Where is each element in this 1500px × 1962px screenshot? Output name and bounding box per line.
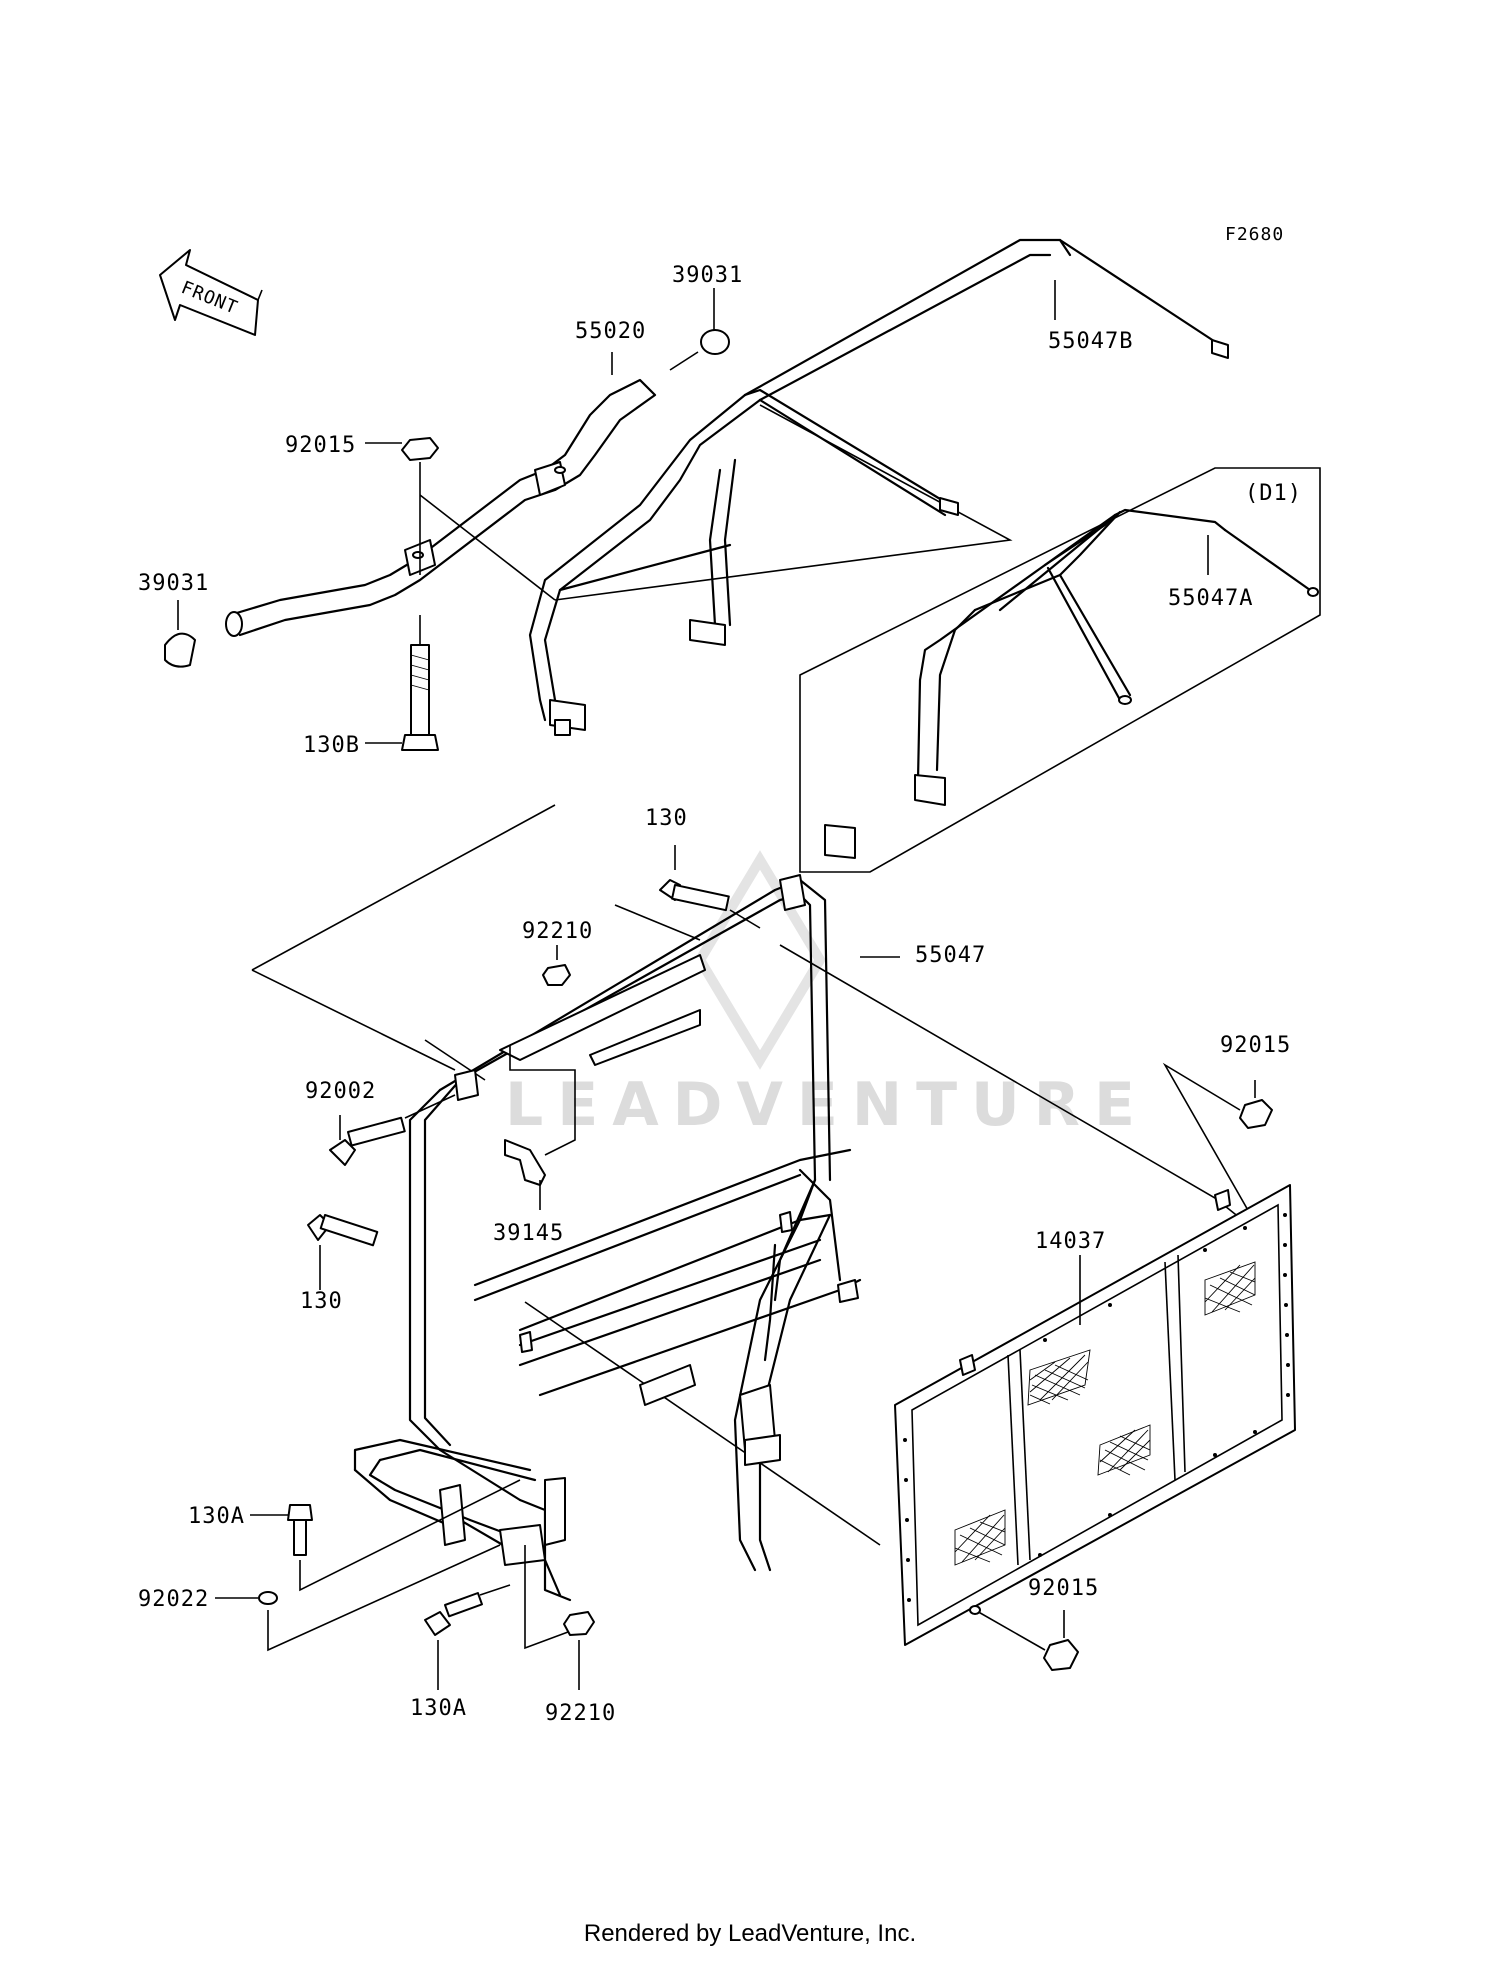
figure-code: F2680: [1225, 224, 1284, 245]
bolt-130a-left-icon: [250, 1479, 521, 1592]
callout-92210-bottom: 92210: [545, 1701, 616, 1726]
nut-top-icon: [365, 437, 439, 575]
nut-92015-bottom-icon: [974, 1609, 1079, 1671]
callout-92015-right: 92015: [1220, 1033, 1291, 1058]
screen-panel-14037: [894, 1184, 1296, 1646]
bolt-92002-icon: [329, 1094, 456, 1166]
callout-92022: 92022: [138, 1587, 209, 1612]
footer-credit: Rendered by LeadVenture, Inc.: [583, 1920, 917, 1947]
washer-92022-icon: [215, 1544, 501, 1652]
callout-55047: 55047: [915, 943, 986, 968]
callout-92210-top: 92210: [522, 919, 593, 944]
handle-bar-55020: [225, 378, 657, 637]
clamp-39145-icon: [504, 1045, 576, 1210]
variant-d1-box: (D1): [799, 467, 1321, 873]
callout-130-top: 130: [645, 806, 688, 831]
bolt-130a-bottom-icon: [424, 1584, 511, 1690]
bolt-130b-icon: [365, 615, 439, 751]
variant-label: (D1): [1245, 481, 1302, 506]
callout-92015-top: 92015: [285, 433, 356, 458]
end-cap-left-icon: [164, 600, 196, 668]
callout-130A-bottom: 130A: [410, 1696, 467, 1721]
watermark: LEADVENTURE: [505, 850, 1149, 1140]
nut-92210-bottom-icon: [524, 1545, 595, 1690]
callout-55020: 55020: [575, 319, 646, 344]
callout-55047B: 55047B: [1048, 329, 1133, 354]
callout-130A-left: 130A: [188, 1504, 245, 1529]
upper-roll-bar-group: [419, 238, 1229, 736]
bolt-130-left-icon: [307, 1214, 379, 1290]
callout-130B: 130B: [303, 733, 360, 758]
end-cap-top-icon: [669, 288, 730, 371]
callout-39145: 39145: [493, 1221, 564, 1246]
watermark-text: LEADVENTURE: [505, 1070, 1149, 1140]
callout-92015-bottom: 92015: [1028, 1576, 1099, 1601]
callout-39031-left: 39031: [138, 571, 209, 596]
callout-39031-top: 39031: [672, 263, 743, 288]
mesh-icon: [954, 1261, 1256, 1566]
bolt-130-top-icon: [659, 845, 761, 929]
leader-lines: [611, 280, 1209, 958]
front-arrow-icon: FRONT: [159, 249, 263, 336]
nut-92015-right-icon: [1162, 1062, 1273, 1241]
main-roll-cage-55047: [251, 804, 1266, 1602]
callout-55047A: 55047A: [1168, 586, 1253, 611]
callout-130-left: 130: [300, 1289, 343, 1314]
callout-92002: 92002: [305, 1079, 376, 1104]
callout-14037: 14037: [1035, 1229, 1106, 1254]
nut-92210-top-icon: [542, 945, 571, 986]
rivets-icon: [903, 1213, 1290, 1602]
